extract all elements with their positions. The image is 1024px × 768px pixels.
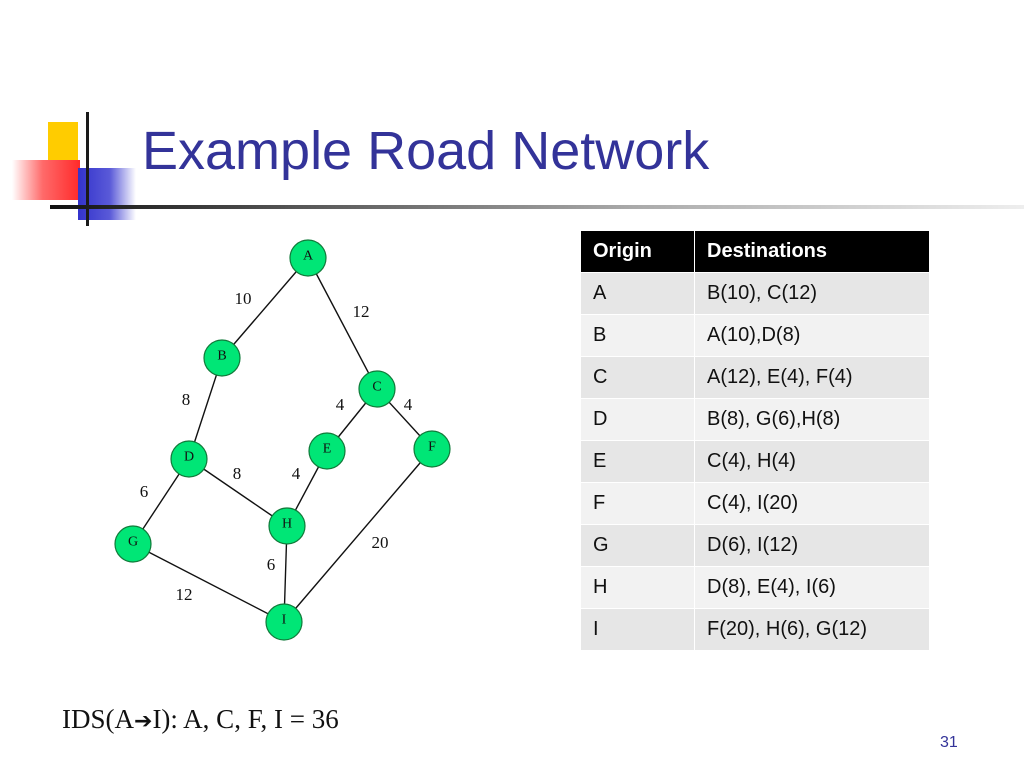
cell-destinations: F(20), H(6), G(12) xyxy=(694,608,930,651)
node-c: C xyxy=(358,370,396,408)
cell-origin: G xyxy=(580,524,695,567)
table-row: F C(4), I(20) xyxy=(580,482,930,525)
node-circle xyxy=(268,507,306,545)
cell-origin: A xyxy=(580,272,695,315)
node-label: I xyxy=(282,613,287,628)
cell-destinations: A(12), E(4), F(4) xyxy=(694,356,930,399)
decor-vertical-line xyxy=(86,112,89,226)
origin-destinations-table: Origin Destinations A B(10), C(12) B A(1… xyxy=(580,230,930,651)
cell-destinations: C(4), H(4) xyxy=(694,440,930,483)
cell-destinations: D(8), E(4), I(6) xyxy=(694,566,930,609)
table-row: C A(12), E(4), F(4) xyxy=(580,356,930,399)
ids-suffix: I): A, C, F, I = 36 xyxy=(152,704,339,734)
edge-f-i xyxy=(283,448,433,623)
edge-a-c xyxy=(307,257,378,390)
cell-origin: B xyxy=(580,314,695,357)
node-label: H xyxy=(282,517,292,532)
cell-origin: I xyxy=(580,608,695,651)
cell-origin: F xyxy=(580,482,695,525)
node-circle xyxy=(358,370,396,408)
table-row: B A(10),D(8) xyxy=(580,314,930,357)
node-label: D xyxy=(184,450,194,465)
cell-origin: D xyxy=(580,398,695,441)
cell-origin: E xyxy=(580,440,695,483)
node-circle xyxy=(265,603,303,641)
edge-weight-e-h: 4 xyxy=(292,464,301,483)
cell-origin: H xyxy=(580,566,695,609)
graph-edges xyxy=(132,257,433,623)
edge-weight-b-d: 8 xyxy=(182,390,191,409)
node-g: G xyxy=(114,525,152,563)
node-f: F xyxy=(413,430,451,468)
edge-weight-c-e: 4 xyxy=(336,395,345,414)
node-label: C xyxy=(372,380,381,395)
decor-red-square xyxy=(12,160,80,200)
table-row: I F(20), H(6), G(12) xyxy=(580,608,930,651)
table-row: D B(8), G(6),H(8) xyxy=(580,398,930,441)
node-label: E xyxy=(323,442,332,457)
edge-weight-f-i: 20 xyxy=(372,533,389,552)
node-circle xyxy=(308,432,346,470)
edge-d-h xyxy=(188,458,288,527)
edge-weight-a-b: 10 xyxy=(235,289,252,308)
title-underline xyxy=(50,205,1024,209)
ids-prefix: IDS(A xyxy=(62,704,134,734)
node-label: F xyxy=(428,440,436,455)
slide-title: Example Road Network xyxy=(142,121,710,181)
ids-result-line: IDS(A➔I): A, C, F, I = 36 xyxy=(62,704,339,735)
node-h: H xyxy=(268,507,306,545)
edge-weight-c-f: 4 xyxy=(404,395,413,414)
right-arrow-icon: ➔ xyxy=(134,709,153,734)
node-circle xyxy=(289,239,327,277)
node-a: A xyxy=(289,239,327,277)
node-circle xyxy=(203,339,241,377)
node-d: D xyxy=(170,440,208,478)
node-label: B xyxy=(217,349,226,364)
table-row: H D(8), E(4), I(6) xyxy=(580,566,930,609)
table-row: E C(4), H(4) xyxy=(580,440,930,483)
graph-edge-weights: 10 12 8 4 4 8 4 6 20 6 12 xyxy=(140,289,413,604)
road-network-graph: 10 12 8 4 4 8 4 6 20 6 12 A B C D E F G H I xyxy=(114,239,451,641)
edge-weight-h-i: 6 xyxy=(267,555,276,574)
edge-weight-d-h: 8 xyxy=(233,464,242,483)
edge-g-i xyxy=(132,543,285,623)
edge-weight-g-i: 12 xyxy=(176,585,193,604)
header-origin: Origin xyxy=(580,230,695,273)
node-circle xyxy=(170,440,208,478)
cell-destinations: B(10), C(12) xyxy=(694,272,930,315)
table-header-row: Origin Destinations xyxy=(580,230,930,273)
cell-destinations: D(6), I(12) xyxy=(694,524,930,567)
node-circle xyxy=(413,430,451,468)
cell-destinations: B(8), G(6),H(8) xyxy=(694,398,930,441)
node-b: B xyxy=(203,339,241,377)
cell-destinations: C(4), I(20) xyxy=(694,482,930,525)
node-i: I xyxy=(265,603,303,641)
slide-number: 31 xyxy=(940,734,958,751)
header-destinations: Destinations xyxy=(694,230,930,273)
table-row: G D(6), I(12) xyxy=(580,524,930,567)
edge-weight-a-c: 12 xyxy=(353,302,370,321)
node-e: E xyxy=(308,432,346,470)
node-label: G xyxy=(128,535,138,550)
node-label: A xyxy=(303,249,314,264)
table-row: A B(10), C(12) xyxy=(580,272,930,315)
node-circle xyxy=(114,525,152,563)
graph-nodes: A B C D E F G H I xyxy=(114,239,451,641)
edge-weight-d-g: 6 xyxy=(140,482,149,501)
edge-a-b xyxy=(221,257,309,359)
cell-origin: C xyxy=(580,356,695,399)
cell-destinations: A(10),D(8) xyxy=(694,314,930,357)
